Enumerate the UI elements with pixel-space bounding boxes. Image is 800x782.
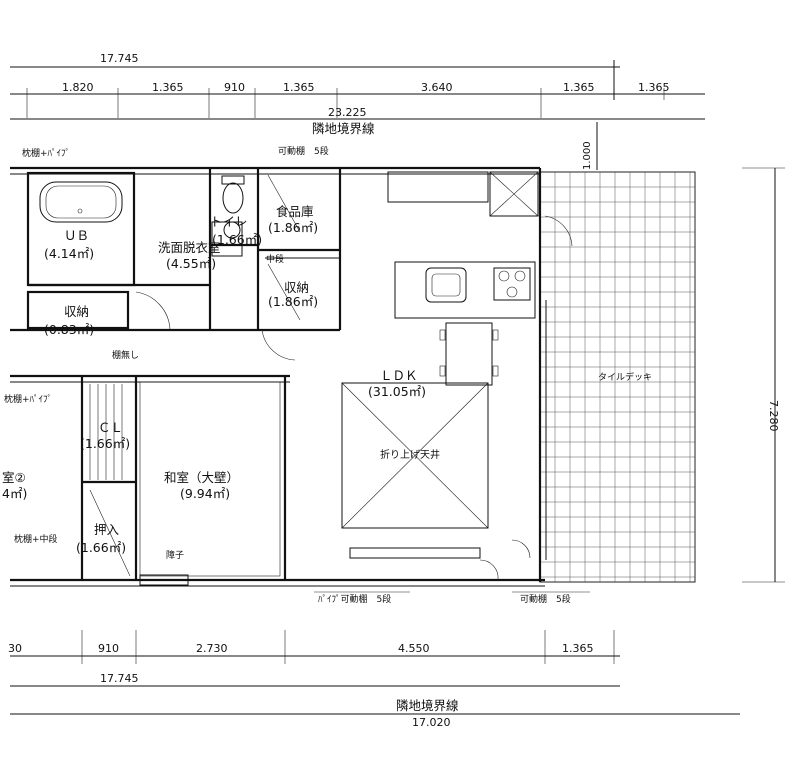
- note-no-shelf: 棚無し: [112, 349, 139, 361]
- bottom-segment-5: 1.365: [562, 642, 594, 655]
- top-segment-5: 3.640: [421, 81, 453, 94]
- pantry-name: 食品庫: [276, 204, 314, 219]
- bottom-segment-1: 30: [8, 642, 22, 655]
- right-small-dimension: 1.000: [582, 141, 593, 170]
- note-shelf-pipe-1: 枕棚+ﾊﾟｲﾌﾟ: [22, 147, 70, 159]
- tile-deck: [539, 171, 696, 583]
- walls: [10, 166, 547, 587]
- top-segment-4: 1.365: [283, 81, 315, 94]
- room2-area: 4㎡): [2, 486, 27, 501]
- oshiire-name: 押入: [94, 522, 120, 537]
- note-middle-shelf: 中段: [266, 253, 284, 265]
- toilet-name: トイレ: [210, 214, 248, 229]
- note-pipe-adjustable: ﾊﾟｲﾌﾟ可動棚 5段: [318, 593, 391, 605]
- top-segment-6: 1.365: [563, 81, 595, 94]
- wash-basin: [211, 221, 243, 257]
- storage-left-area: (0.83㎡): [44, 322, 94, 337]
- top-dimension-lines: [10, 60, 705, 120]
- bottom-total-dimension: 17.745: [100, 672, 139, 685]
- note-shelf-middle: 枕棚+中段: [14, 533, 58, 545]
- ldk-name: ＬＤＫ: [380, 368, 418, 383]
- bathtub: [39, 181, 123, 223]
- top-segment-7: 1.365: [638, 81, 670, 94]
- washroom-name: 洗面脱衣室: [158, 240, 221, 255]
- bottom-segment-3: 2.730: [196, 642, 228, 655]
- pantry-area: (1.86㎡): [268, 220, 318, 235]
- top-segment-2: 1.365: [152, 81, 184, 94]
- washitsu-tatami: [139, 381, 281, 577]
- storage-mid-area: (1.86㎡): [268, 294, 318, 309]
- kitchen-counter: [394, 261, 536, 319]
- bottom-segment-4: 4.550: [398, 642, 430, 655]
- top-segment-3: 910: [224, 81, 245, 94]
- closet-name: ＣＬ: [98, 420, 123, 435]
- ldk-area: (31.05㎡): [368, 384, 426, 399]
- storage-left-name: 収納: [64, 304, 89, 319]
- ub-name: ＵＢ: [64, 228, 89, 243]
- washitsu-name: 和室（大壁）: [164, 470, 239, 485]
- room2-name: 室②: [2, 470, 26, 485]
- top-segment-1: 1.820: [62, 81, 94, 94]
- raised-ceiling: [341, 382, 489, 529]
- top-total-dimension: 17.745: [100, 52, 139, 65]
- toilet-area: (1.66㎡): [212, 232, 262, 247]
- bottom-boundary-label: 隣地境界線: [396, 698, 459, 713]
- doors: [135, 174, 573, 586]
- tile-deck-label: タイルデッキ: [598, 371, 652, 383]
- storage-mid-name: 収納: [284, 280, 309, 295]
- top-overall-dimension: 23.225: [328, 106, 367, 119]
- bottom-dimension-lines: [10, 630, 740, 715]
- bottom-segment-2: 910: [98, 642, 119, 655]
- right-height-dimension: 7.280: [767, 400, 780, 432]
- note-shelf-pipe-2: 枕棚+ﾊﾟｲﾌﾟ: [4, 393, 52, 405]
- toilet-fixture: [221, 175, 245, 214]
- oshiire-area: (1.66㎡): [76, 540, 126, 555]
- closet-hatching: [89, 384, 131, 577]
- bottom-overall-dimension: 17.020: [412, 716, 451, 729]
- note-adjustable-shelf-bottom: 可動棚 5段: [520, 593, 571, 605]
- note-adjustable-shelf-top: 可動棚 5段: [278, 145, 329, 157]
- ceiling-label: 折り上げ天井: [380, 448, 440, 461]
- ub-area: (4.14㎡): [44, 246, 94, 261]
- top-boundary-label: 隣地境界線: [312, 121, 375, 136]
- washroom-area: (4.55㎡): [166, 256, 216, 271]
- closet-area: (1.66㎡): [80, 436, 130, 451]
- note-shoji: 障子: [166, 549, 184, 561]
- dining-table: [439, 322, 499, 386]
- washitsu-area: (9.94㎡): [180, 486, 230, 501]
